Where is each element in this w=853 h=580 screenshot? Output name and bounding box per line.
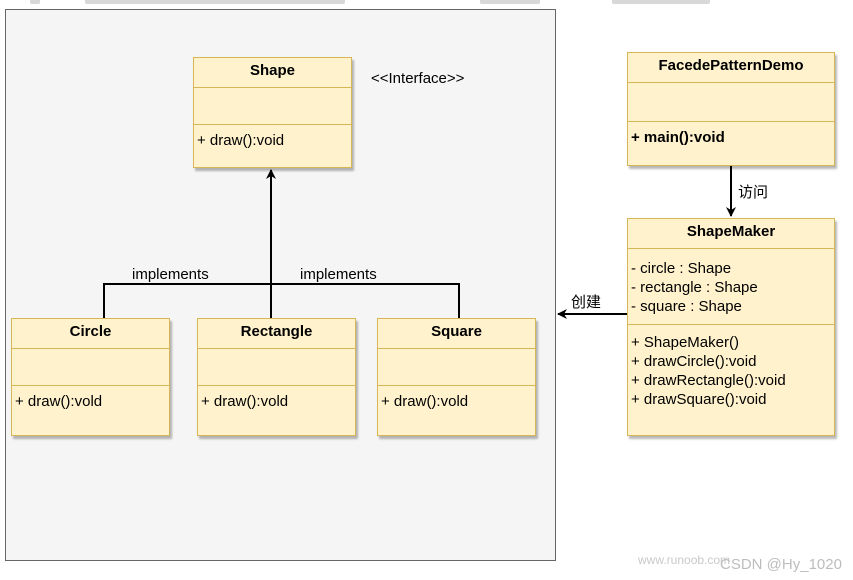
operation-item: + draw():vold: [381, 393, 469, 410]
attribute-item: - circle : Shape: [631, 260, 732, 277]
class-name: FacedePatternDemo: [628, 53, 834, 83]
class-rectangle[interactable]: Rectangle + draw():vold: [197, 318, 356, 436]
class-operations: + draw():void: [194, 125, 351, 150]
operation-item: + drawRectangle():void: [631, 372, 786, 389]
class-square[interactable]: Square + draw():vold: [377, 318, 536, 436]
class-shape-maker[interactable]: ShapeMaker - circle : Shape - rectangle …: [627, 218, 835, 436]
circle-to-shape-connector: [103, 283, 271, 318]
class-attributes: [12, 349, 169, 386]
operation-item: + drawCircle():void: [631, 353, 757, 370]
attribute-item: - square : Shape: [631, 298, 742, 315]
class-shape[interactable]: Shape + draw():void: [193, 57, 352, 168]
class-operations: + draw():vold: [198, 386, 355, 411]
class-attributes: [378, 349, 535, 386]
class-name: Shape: [194, 58, 351, 88]
class-attributes: [198, 349, 355, 386]
cropped-text-fragment: [30, 0, 40, 4]
cropped-text-fragment: [480, 0, 540, 4]
create-label: 创建: [571, 294, 602, 311]
runoob-watermark: www.runoob.com: [638, 553, 731, 567]
class-name: Rectangle: [198, 319, 355, 349]
class-circle[interactable]: Circle + draw():vold: [11, 318, 170, 436]
operation-item: + ShapeMaker(): [631, 334, 739, 351]
class-operations: + main():void: [628, 122, 834, 147]
class-operations: + draw():vold: [378, 386, 535, 411]
cropped-top-strip: [0, 0, 853, 4]
operation-item: + draw():vold: [15, 393, 103, 410]
cropped-text-fragment: [85, 0, 345, 4]
class-operations: + draw():vold: [12, 386, 169, 411]
operation-item: + draw():void: [197, 132, 285, 149]
class-attributes: [194, 88, 351, 125]
implements-label: implements: [300, 266, 377, 283]
operation-item: + draw():vold: [201, 393, 289, 410]
access-label: 访问: [738, 184, 769, 201]
operation-item: + main():void: [631, 129, 725, 146]
class-facade-pattern-demo[interactable]: FacedePatternDemo + main():void: [627, 52, 835, 166]
class-name: Square: [378, 319, 535, 349]
class-name: Circle: [12, 319, 169, 349]
class-operations: + ShapeMaker() + drawCircle():void + dra…: [628, 325, 834, 409]
attribute-item: - rectangle : Shape: [631, 279, 758, 296]
csdn-watermark: CSDN @Hy_1020: [720, 556, 842, 573]
interface-stereotype-label: <<Interface>>: [371, 70, 465, 87]
implements-label: implements: [132, 266, 209, 283]
class-name: ShapeMaker: [628, 219, 834, 249]
class-attributes: [628, 83, 834, 122]
operation-item: + drawSquare():void: [631, 391, 767, 408]
square-to-shape-connector: [271, 283, 460, 318]
cropped-text-fragment: [612, 0, 710, 4]
class-attributes: - circle : Shape - rectangle : Shape - s…: [628, 249, 834, 325]
